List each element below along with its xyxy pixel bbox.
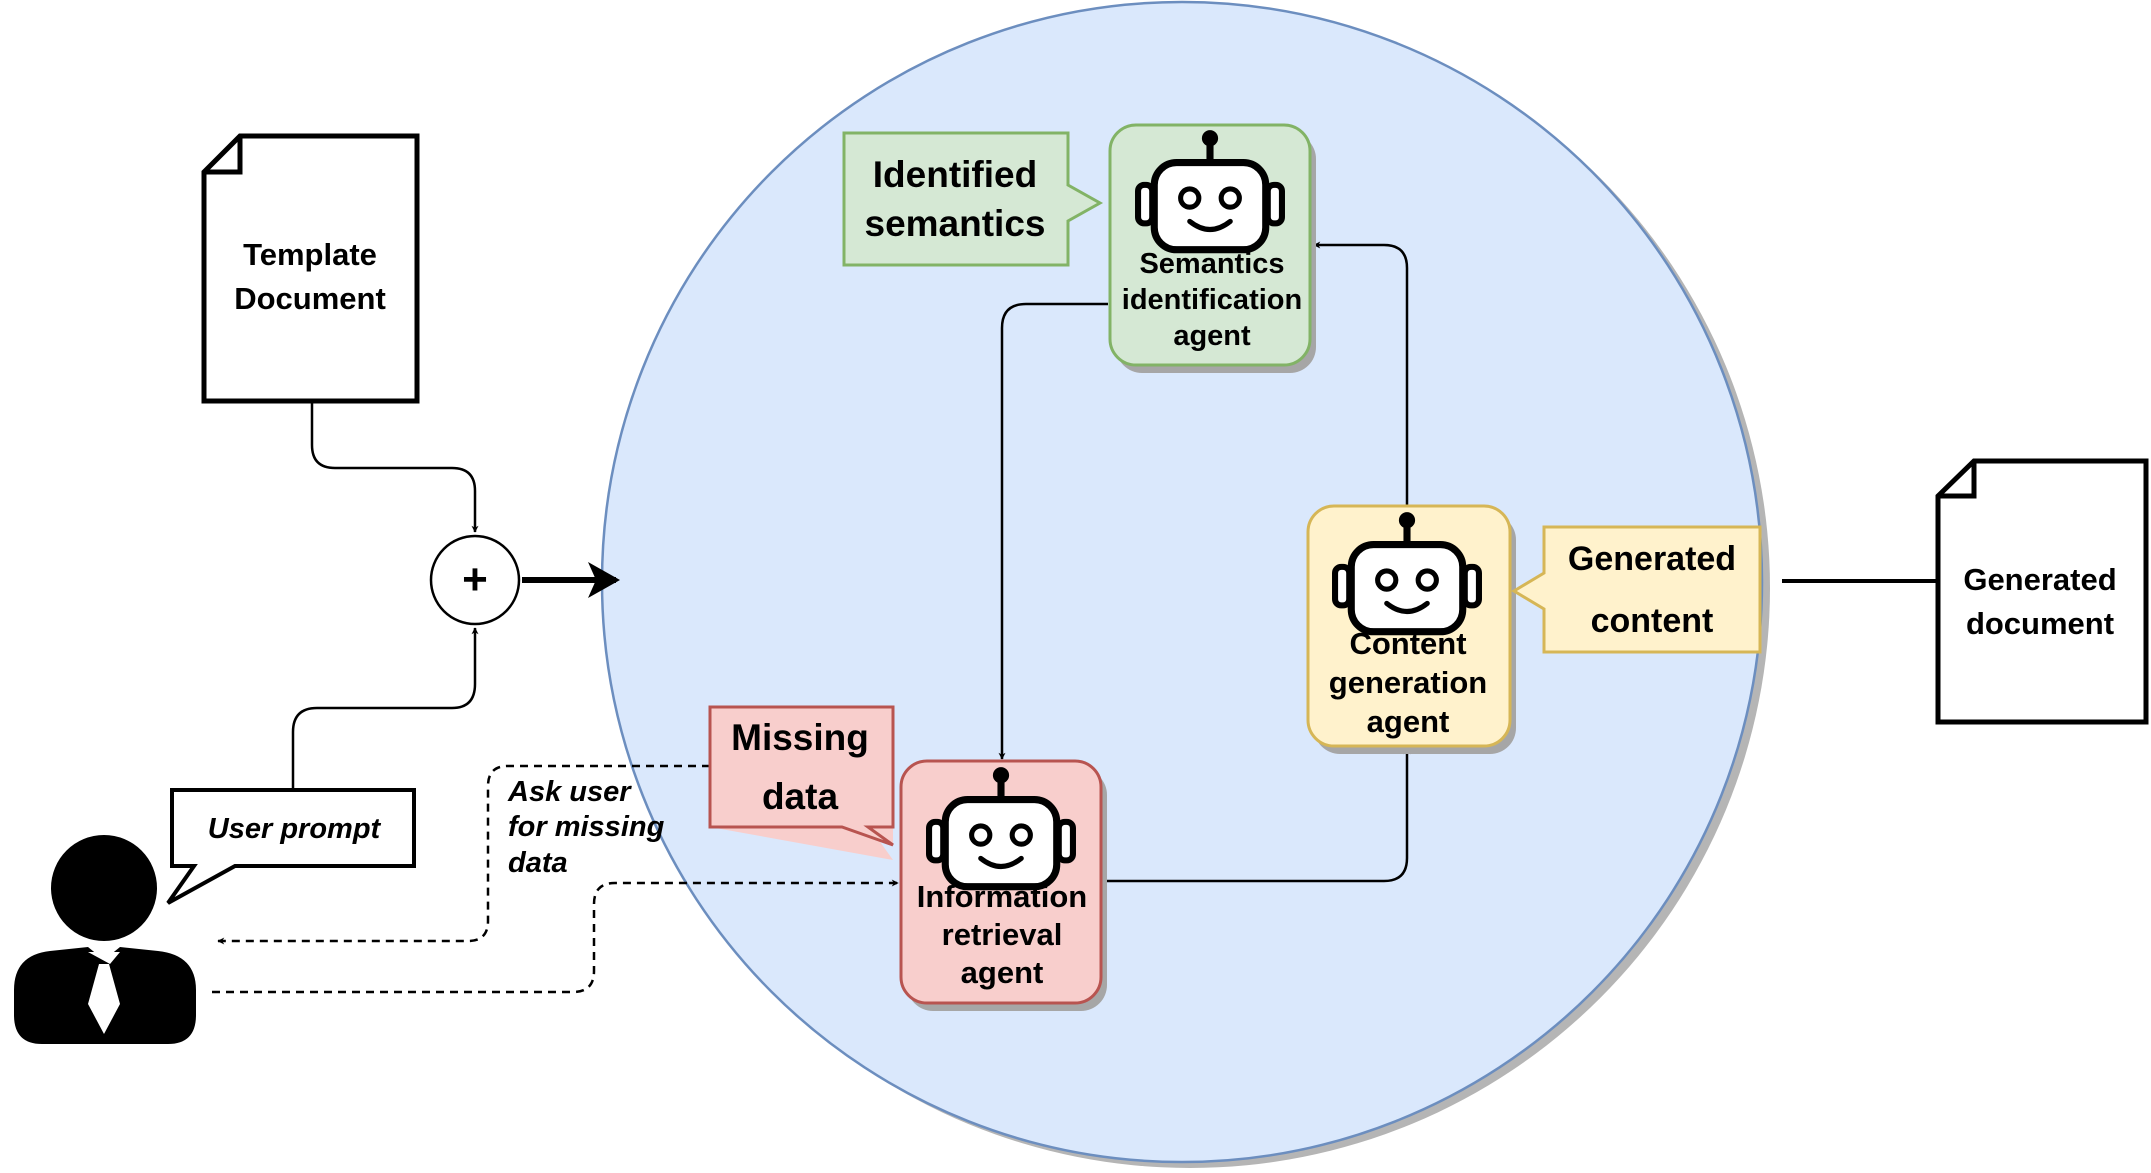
document-icon <box>201 133 420 404</box>
retrieval-agent-label-1: Information <box>917 879 1088 914</box>
missing-data-callout: Missing data <box>708 705 895 860</box>
document-icon <box>1935 458 2149 725</box>
generated-content-callout: Generated content <box>1511 525 1762 654</box>
missing-data-label-1: Missing <box>731 717 869 758</box>
combiner-plus-symbol: + <box>462 555 488 604</box>
user-icon <box>14 835 196 1044</box>
retrieval-agent-label-3: agent <box>961 955 1044 990</box>
generated-content-label-2: content <box>1591 602 1714 640</box>
semantics-identification-agent: Semantics identification agent <box>1108 123 1316 373</box>
ask-user-label-1: Ask user <box>507 776 632 808</box>
missing-data-label-2: data <box>762 776 839 817</box>
identified-semantics-label-2: semantics <box>865 203 1046 244</box>
generated-document-label-1: Generated <box>1963 562 2116 597</box>
ask-user-label-2: for missing <box>508 811 665 843</box>
template-document-label-1: Template <box>243 237 377 272</box>
user-prompt-label: User prompt <box>208 813 382 845</box>
semantics-agent-label-2: identification <box>1122 284 1302 316</box>
semantics-agent-label-3: agent <box>1173 320 1251 352</box>
template-to-combiner-arrow <box>310 403 479 533</box>
combiner-to-system-arrowhead <box>588 562 620 598</box>
ask-user-label-3: data <box>508 847 568 879</box>
retrieval-agent-label-2: retrieval <box>942 917 1063 952</box>
ask-user-dashed-arrow <box>217 764 710 945</box>
semantics-to-retrieval-arrow <box>998 302 1108 760</box>
identified-semantics-callout: Identified semantics <box>842 131 1104 267</box>
content-agent-label-3: agent <box>1367 704 1450 739</box>
content-agent-label-2: generation <box>1329 665 1487 700</box>
user-prompt-callout: User prompt <box>166 788 416 905</box>
content-to-semantics-arrow <box>1313 241 1409 506</box>
identified-semantics-label-1: Identified <box>873 154 1037 195</box>
semantics-agent-label-1: Semantics <box>1139 248 1284 280</box>
content-agent-label-1: Content <box>1349 626 1466 661</box>
template-document-label-2: Document <box>234 281 386 316</box>
template-document: Template Document <box>201 133 420 404</box>
prompt-to-combiner-arrow <box>291 627 479 788</box>
generated-document: Generated document <box>1935 458 2149 725</box>
generated-document-label-2: document <box>1966 606 2114 641</box>
combiner-node: + <box>429 534 521 626</box>
user-response-dashed-arrow <box>212 879 899 994</box>
generated-content-label-1: Generated <box>1568 540 1736 578</box>
information-retrieval-agent: Information retrieval agent <box>899 759 1107 1011</box>
content-generation-agent: Content generation agent <box>1306 504 1516 754</box>
retrieval-to-content-arrow <box>1105 747 1411 883</box>
